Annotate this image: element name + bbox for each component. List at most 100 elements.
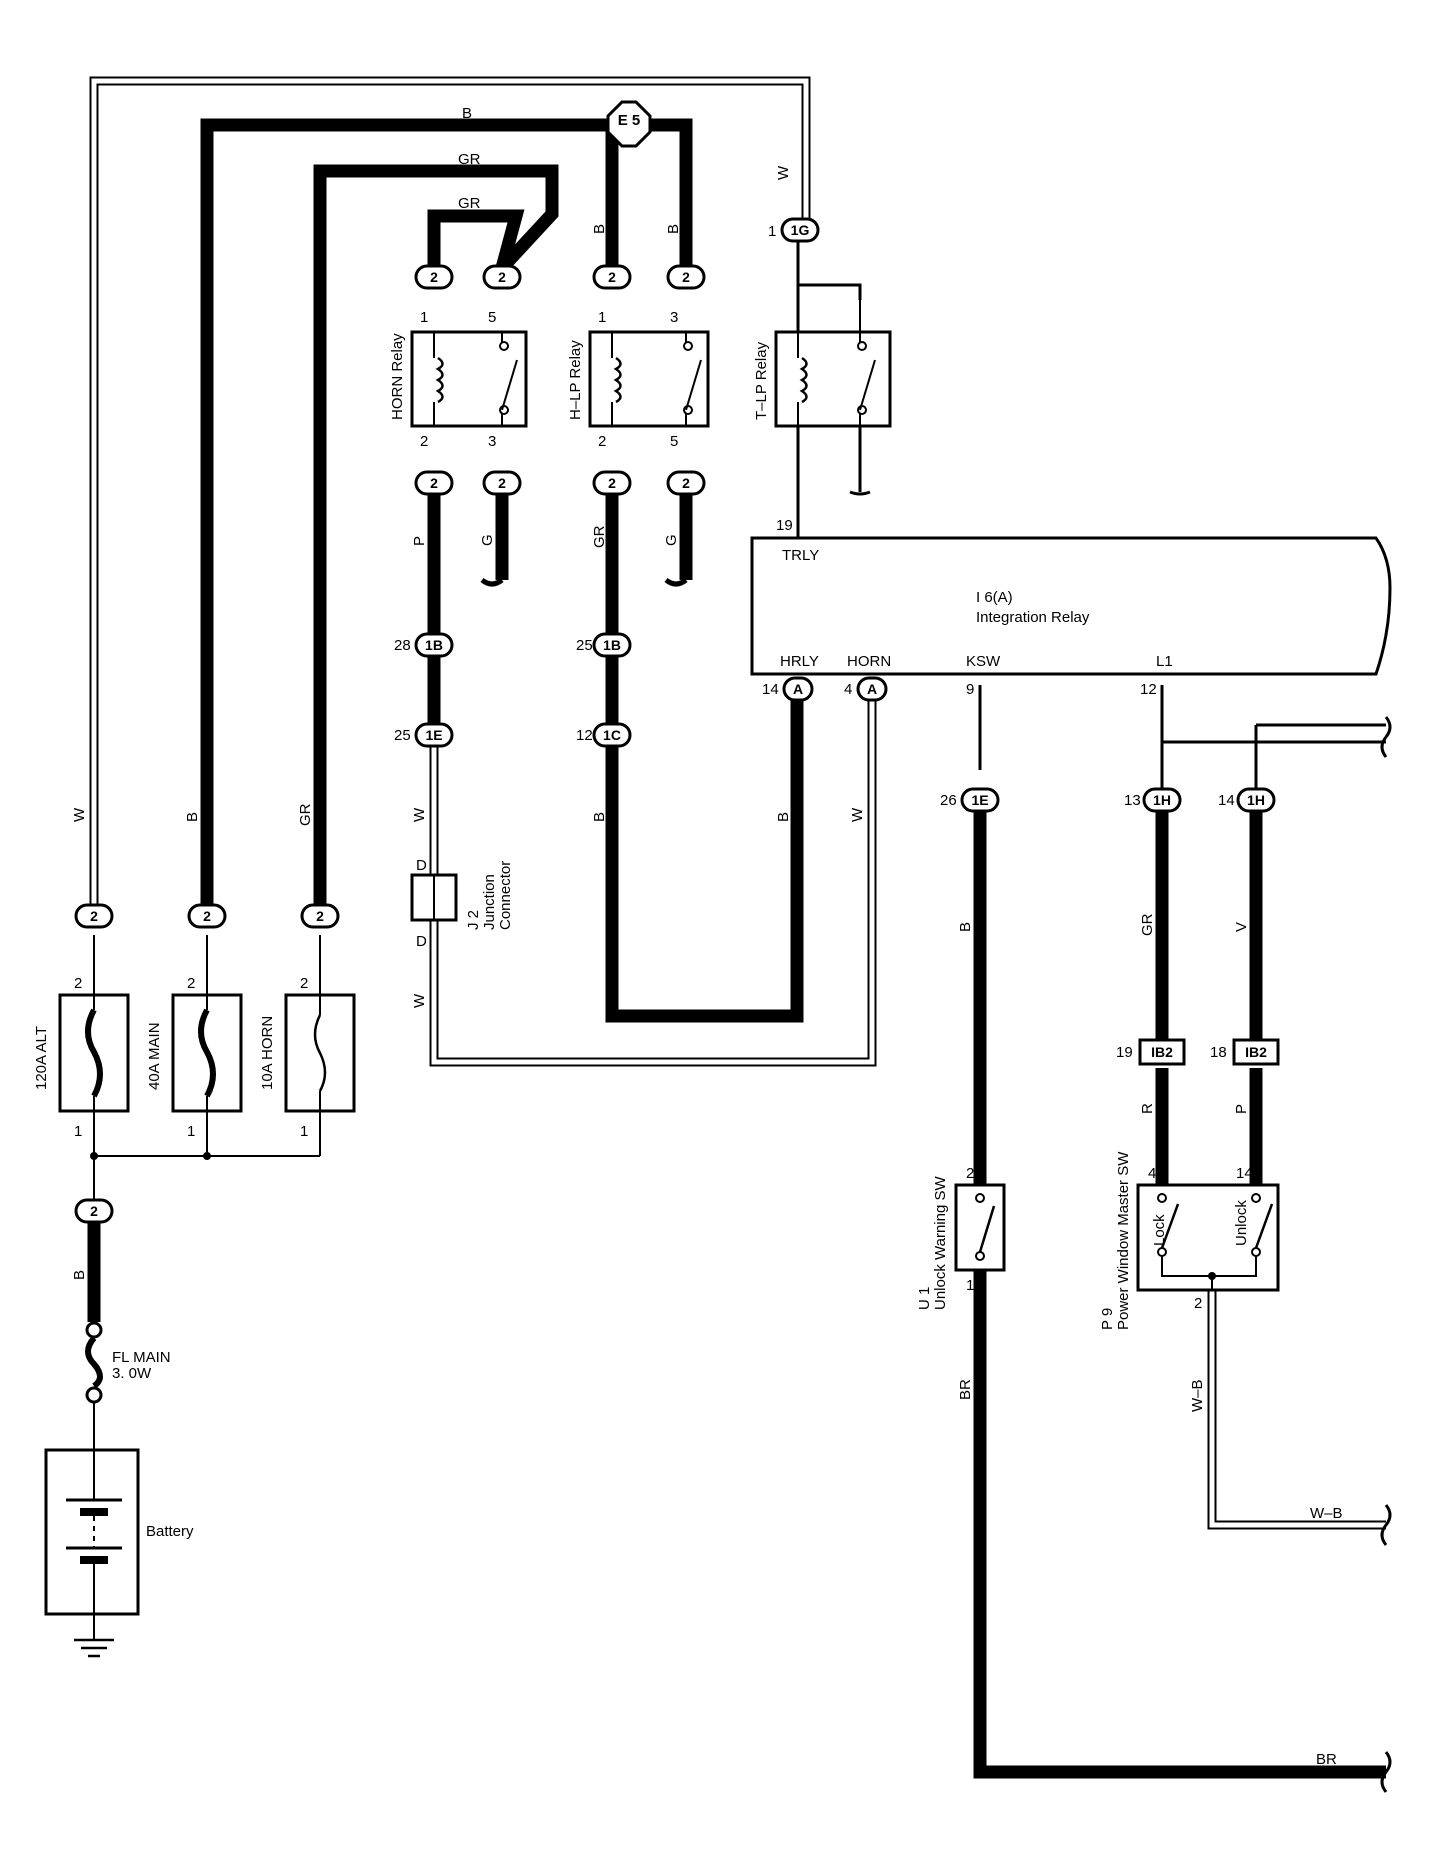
connector-1h: 1H [1142,787,1182,813]
connector-2: 2 [666,470,706,496]
svg-text:2: 2 [1194,1295,1202,1312]
wire-label-g: G [663,534,680,546]
wire-label-p: P [1233,1104,1250,1114]
splice-e5: E 5 [606,100,652,148]
horn-relay: HORN Relay [389,330,528,428]
svg-text:25: 25 [394,727,411,744]
terminal-hrly: HRLY [780,653,819,670]
svg-text:1B: 1B [425,637,443,653]
svg-text:9: 9 [966,681,974,698]
svg-text:2: 2 [598,433,606,450]
svg-text:IB2: IB2 [1245,1044,1267,1060]
svg-text:1: 1 [420,309,428,326]
svg-text:2: 2 [430,269,438,285]
connectors: 2 2 2 2 1G 2 2 2 2 1B 1B 1E 1C A A 1E 1H… [74,217,1280,1224]
svg-text:12: 12 [1140,681,1157,698]
wire-label-b: B [462,105,472,122]
wire-label-gr: GR [591,525,608,548]
terminal-l1: L1 [1156,653,1173,670]
svg-text:3: 3 [488,433,496,450]
hlp-relay-label: H–LP Relay [567,340,584,420]
connector-a: A [782,676,814,702]
svg-text:1: 1 [598,309,606,326]
tlp-relay: T–LP Relay [753,300,892,428]
svg-text:1: 1 [966,1277,974,1294]
wire-label-b: B [775,812,792,822]
wire-label-w: W [411,993,428,1008]
lock-label: Lock [1151,1214,1168,1246]
svg-text:2: 2 [682,269,690,285]
wire-label-gr: GR [458,151,481,168]
wire-label-w: W [775,165,792,180]
fuse-main-label: 40A MAIN [146,1022,163,1090]
wire-label-w: W [411,807,428,822]
power-window-master-sw: Lock Unlock P 9 Power Window Master SW [1099,1151,1280,1330]
j2-pin-d-top: D [416,857,427,874]
connector-2: 2 [592,264,632,290]
svg-text:2: 2 [74,975,82,992]
horn-relay-label: HORN Relay [389,333,406,420]
svg-text:1E: 1E [425,727,442,743]
wire-label-b: B [591,812,608,822]
connector-2: 2 [300,903,340,929]
svg-text:2: 2 [187,975,195,992]
connector-2: 2 [482,264,522,290]
unlock-warning-sw: U 1 Unlock Warning SW [916,1176,1006,1310]
svg-text:A: A [793,681,803,697]
svg-text:2: 2 [608,269,616,285]
svg-text:5: 5 [670,433,678,450]
integration-relay: TRLY I 6(A) Integration Relay HRLY HORN … [750,536,1392,676]
connector-2: 2 [414,264,454,290]
terminal-ksw: KSW [966,653,1001,670]
svg-text:2: 2 [316,908,324,924]
tlp-relay-label: T–LP Relay [753,341,770,420]
connector-2: 2 [74,903,114,929]
wire-label-p: P [411,536,428,546]
wire-label-b: B [184,812,201,822]
svg-text:26: 26 [940,792,957,809]
wire-b-main [200,118,693,905]
svg-text:25: 25 [576,637,593,654]
svg-text:2: 2 [608,475,616,491]
wire-label-wb: W–B [1310,1505,1343,1522]
svg-text:1: 1 [300,1123,308,1140]
wire-label-br: BR [1316,1751,1337,1768]
svg-text:2: 2 [498,269,506,285]
wire-label-b: B [665,224,682,234]
connector-1b: 1B [592,632,632,658]
connector-1e: 1E [960,787,1000,813]
fuse-40a-main: 40A MAIN [146,935,243,1122]
connector-1e: 1E [414,722,454,748]
wire-label-w: W [71,807,88,822]
fuse-alt-label: 120A ALT [33,1026,50,1090]
svg-text:1C: 1C [603,727,621,743]
terminal-horn: HORN [847,653,891,670]
terminal-trly: TRLY [782,547,819,564]
svg-text:19: 19 [776,517,793,534]
j2-line2: Connector [497,861,514,930]
svg-text:19: 19 [1116,1044,1133,1061]
connector-1h: 1H [1236,787,1276,813]
svg-text:14: 14 [762,681,779,698]
j2-pin-d-bottom: D [416,933,427,950]
svg-text:4: 4 [844,681,852,698]
wire-label-g: G [479,534,496,546]
wire-label-w: W [849,807,866,822]
connector-2: 2 [482,470,522,496]
fl-main-line2: 3. 0W [112,1365,152,1382]
fl-main-line1: FL MAIN [112,1349,171,1366]
wire-label-b: B [591,224,608,234]
wire-label-wb: W–B [1189,1379,1206,1412]
svg-text:14: 14 [1236,1165,1253,1182]
pw-master-code: P 9 [1099,1308,1116,1330]
connector-1c: 1C [592,722,632,748]
j2-code: J 2 [465,910,482,930]
fuse-120a-alt: 120A ALT [33,935,130,1122]
svg-text:2: 2 [90,1203,98,1219]
junction-connector-j2: D D J 2 Junction Connector [410,857,514,950]
svg-text:IB2: IB2 [1151,1044,1173,1060]
integration-relay-name: Integration Relay [976,609,1090,626]
svg-text:2: 2 [90,908,98,924]
svg-text:1: 1 [74,1123,82,1140]
